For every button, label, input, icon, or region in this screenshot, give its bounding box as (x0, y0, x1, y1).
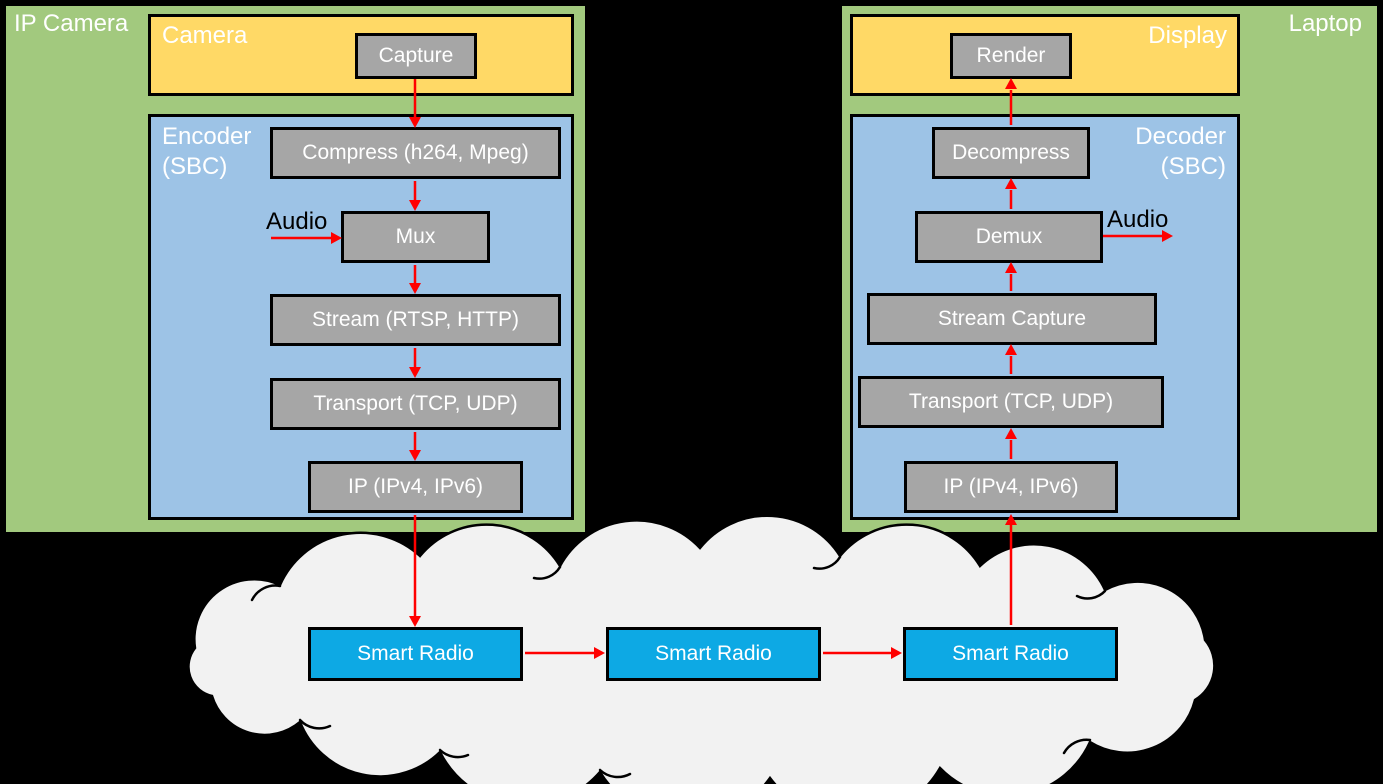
encoder-label-line1: Encoder (162, 123, 252, 150)
stream-capture-node: Stream Capture (867, 293, 1157, 345)
ip-node-left: IP (IPv4, IPv6) (308, 461, 523, 513)
display-label: Display (1148, 22, 1227, 49)
render-node: Render (950, 33, 1072, 79)
ip-camera-label: IP Camera (14, 10, 129, 37)
ip-node-right: IP (IPv4, IPv6) (904, 461, 1118, 513)
stream-node: Stream (RTSP, HTTP) (270, 294, 561, 346)
mux-node: Mux (341, 211, 490, 263)
audio-out-label: Audio (1107, 206, 1169, 233)
laptop-label: Laptop (1288, 10, 1362, 37)
decoder-label-line2: (SBC) (1160, 153, 1226, 180)
capture-node: Capture (355, 33, 477, 79)
encoder-label-line2: (SBC) (162, 153, 228, 180)
camera-label: Camera (162, 22, 248, 49)
encoder-label: Encoder (SBC) (162, 122, 251, 182)
audio-in-label: Audio (266, 208, 328, 235)
decoder-label: Decoder (SBC) (1135, 122, 1226, 182)
smart-radio-2: Smart Radio (606, 627, 821, 681)
demux-node: Demux (915, 211, 1103, 263)
smart-radio-3: Smart Radio (903, 627, 1118, 681)
transport-node-left: Transport (TCP, UDP) (270, 378, 561, 430)
transport-node-right: Transport (TCP, UDP) (858, 376, 1164, 428)
smart-radio-1: Smart Radio (308, 627, 523, 681)
decoder-label-line1: Decoder (1135, 123, 1226, 150)
decompress-node: Decompress (932, 127, 1090, 179)
compress-node: Compress (h264, Mpeg) (270, 127, 561, 179)
